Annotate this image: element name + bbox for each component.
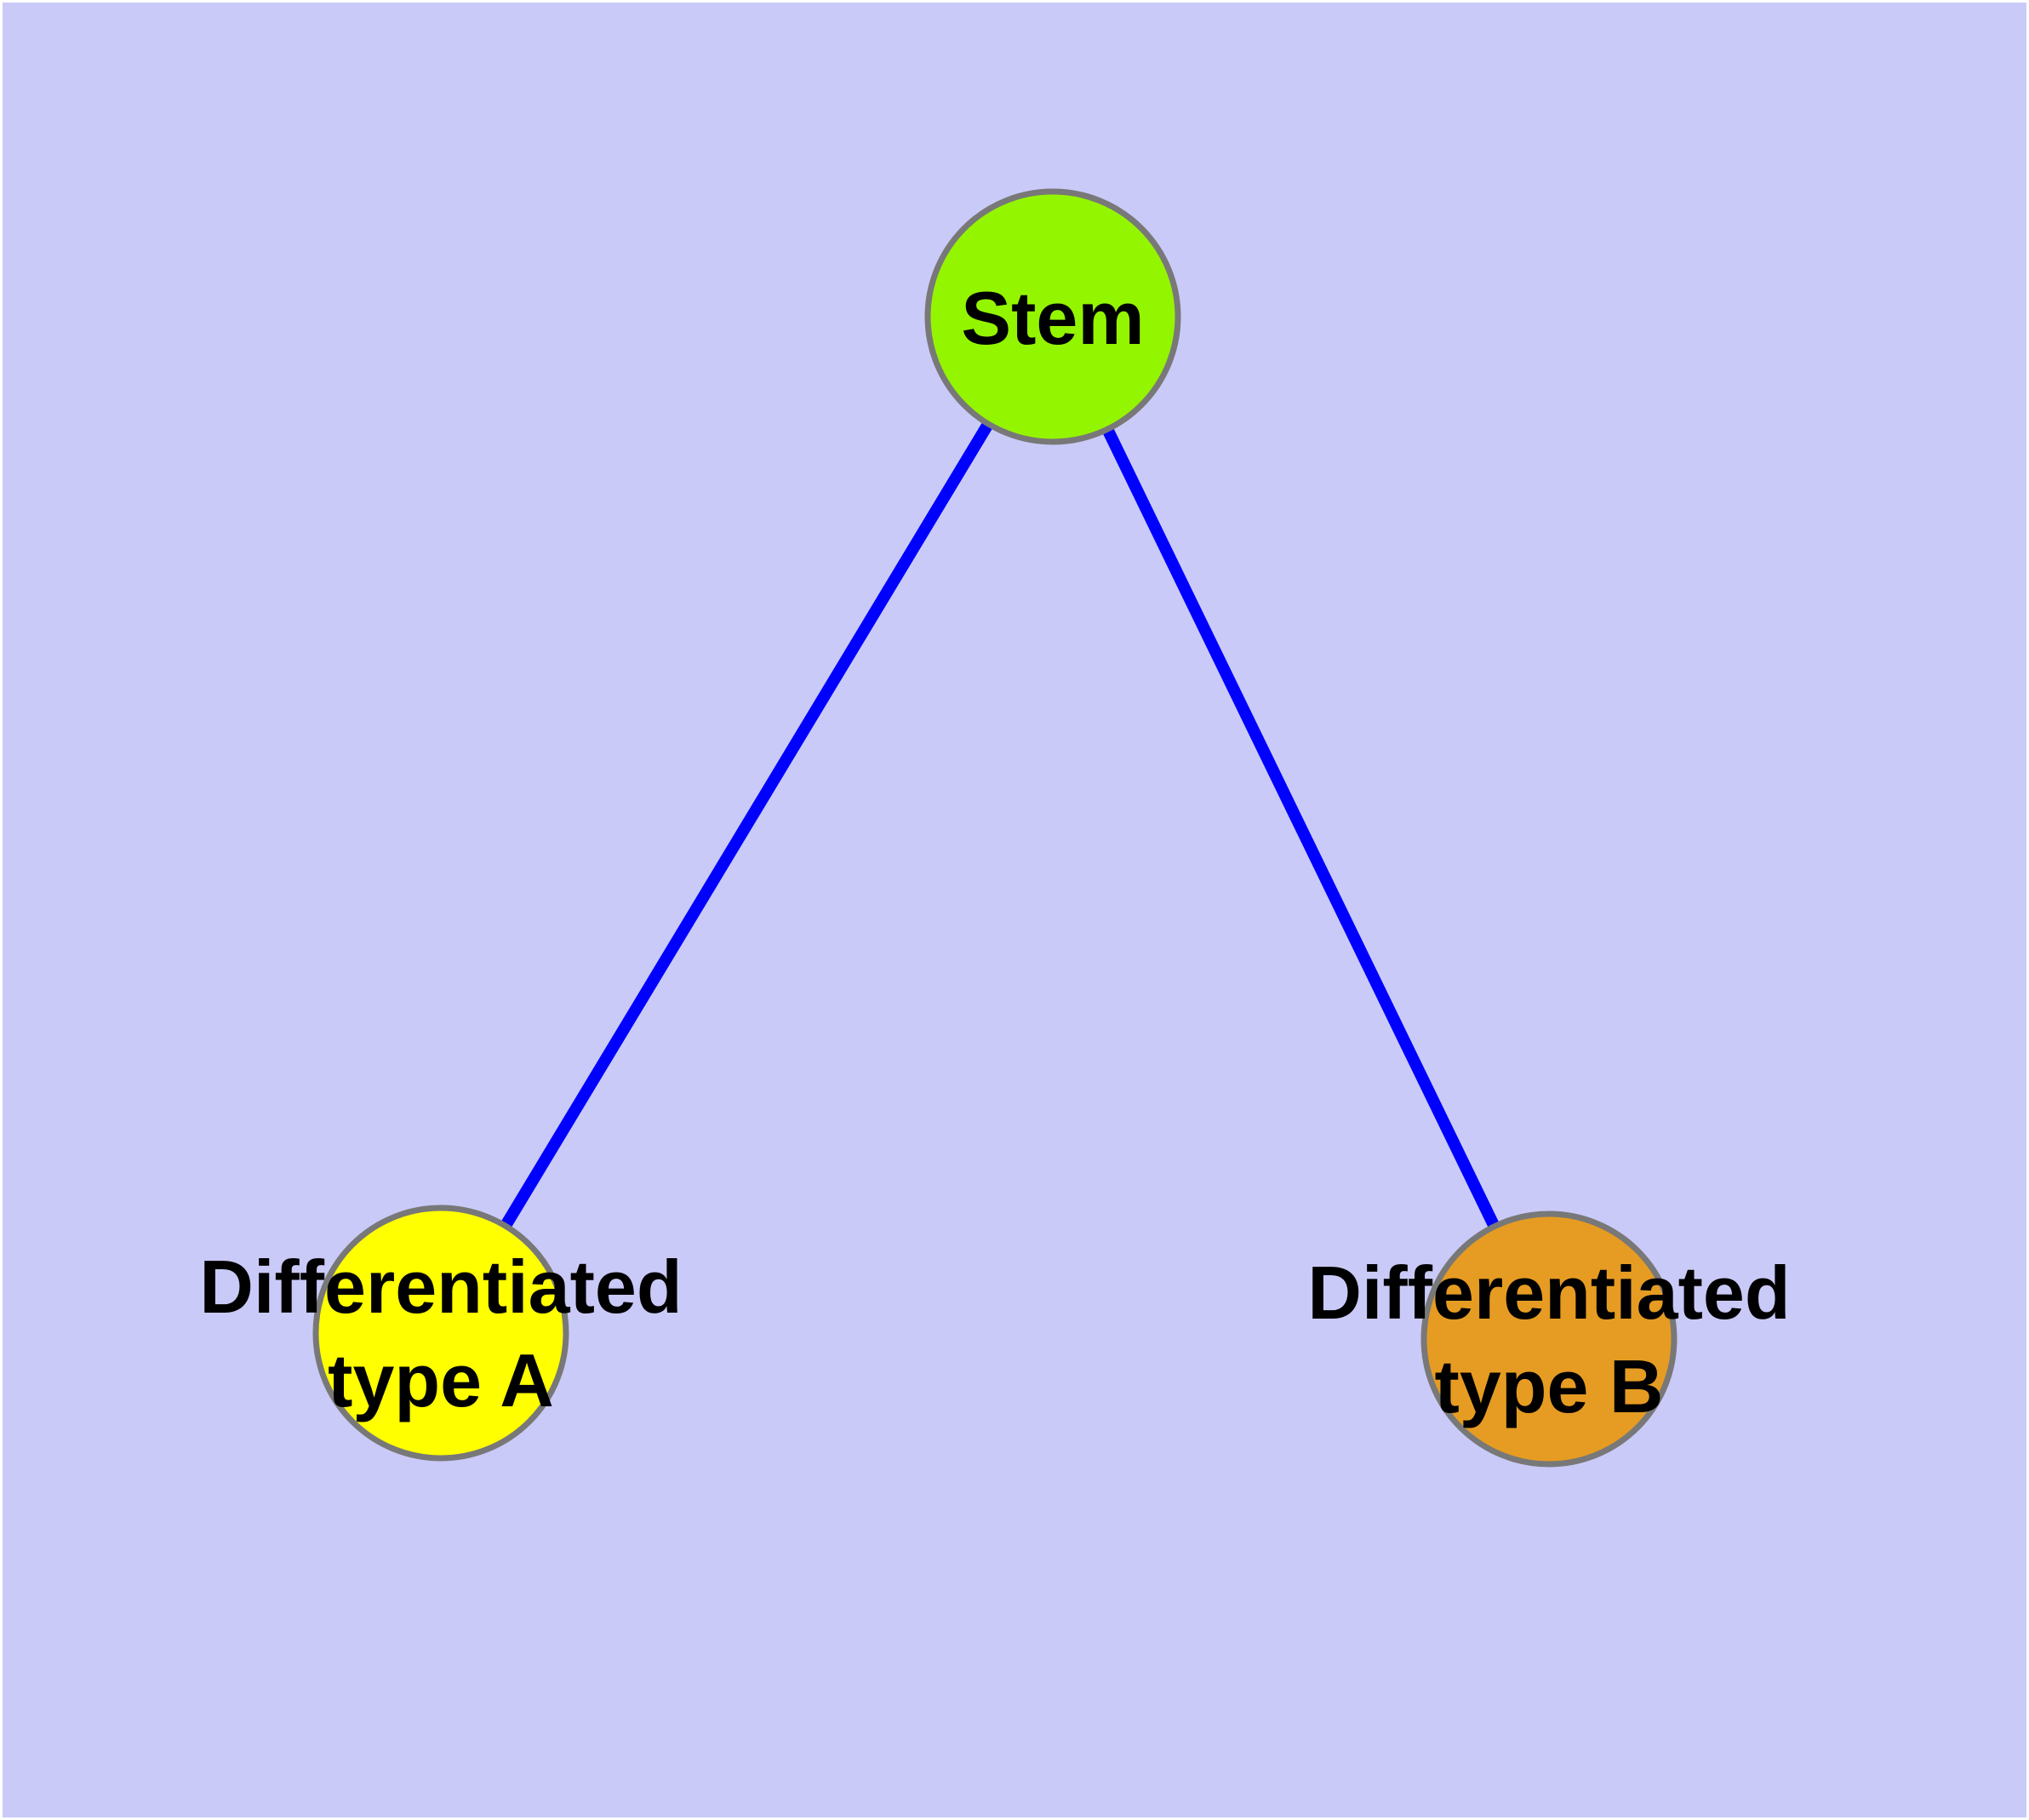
node-type-a-label-line1: Differentiated [199,1245,682,1329]
node-type-a-label-line2: type A [328,1338,554,1422]
node-stem-label: Stem [961,276,1144,360]
node-type-a-circle [312,1205,569,1462]
edge-stem-to-type-b-line [1047,313,1555,1342]
edge-stem-to-type-a-line [436,313,1058,1336]
node-stem-circle [924,188,1181,445]
node-type-b-label-line2: type B [1435,1344,1664,1428]
node-type-b-circle [1420,1210,1677,1468]
node-type-b-label-line1: Differentiated [1307,1251,1790,1335]
